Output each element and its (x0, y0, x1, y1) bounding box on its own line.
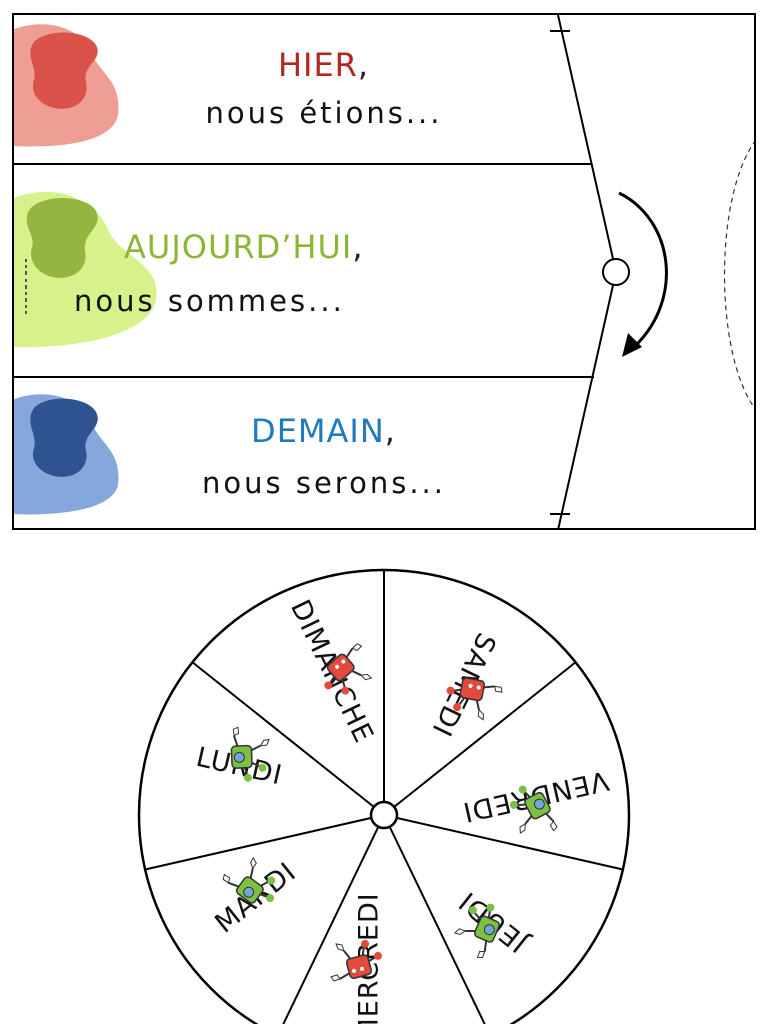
label-hier: HIER, nous étions... (124, 45, 524, 133)
comma-aujourdhui: , (352, 228, 365, 266)
keyword-aujourdhui: AUJOURD’HUI (124, 228, 353, 266)
credit-text (20, 257, 32, 317)
comma-hier: , (357, 46, 371, 84)
wheel-spoke (383, 814, 486, 1024)
wheel-spoke (383, 661, 577, 816)
sub-aujourdhui: nous sommes... (74, 284, 345, 318)
pointer-overlay (550, 15, 754, 528)
blob-demain-icon (14, 394, 119, 515)
pivot-circle-icon[interactable] (602, 258, 630, 286)
wheel-center-icon[interactable] (369, 800, 399, 830)
label-demain: DEMAIN, nous serons... (124, 411, 524, 503)
wheel-spoke (282, 814, 385, 1024)
sub-demain: nous serons... (202, 466, 446, 500)
hier-aujourdhui-demain-card: HIER, nous étions... AUJOURD’HUI, nous s… (12, 13, 756, 530)
wheel-spoke (191, 661, 385, 816)
label-aujourdhui: AUJOURD’HUI, nous sommes... (54, 227, 454, 321)
dashed-arc (723, 141, 754, 409)
pointer-line-bottom (557, 271, 617, 528)
keyword-hier: HIER (277, 46, 358, 84)
blob-hier-icon (14, 24, 119, 147)
comma-demain: , (384, 412, 397, 450)
wheel-spoke (144, 814, 385, 871)
band-hier (14, 15, 592, 165)
keyword-demain: DEMAIN (251, 412, 385, 450)
sub-hier: nous étions... (205, 96, 443, 130)
pointer-line-top (557, 15, 617, 273)
days-wheel: SAMEDIVENDREDIJEUDIMERCREDIMARDILUNDIDIM… (137, 568, 631, 1024)
rotate-arrow-icon (618, 191, 668, 357)
wheel-spokes (144, 570, 624, 1024)
wheel-spoke (383, 814, 624, 871)
blob-aujourdhui-icon (14, 191, 157, 348)
band-aujourdhui (14, 165, 594, 378)
